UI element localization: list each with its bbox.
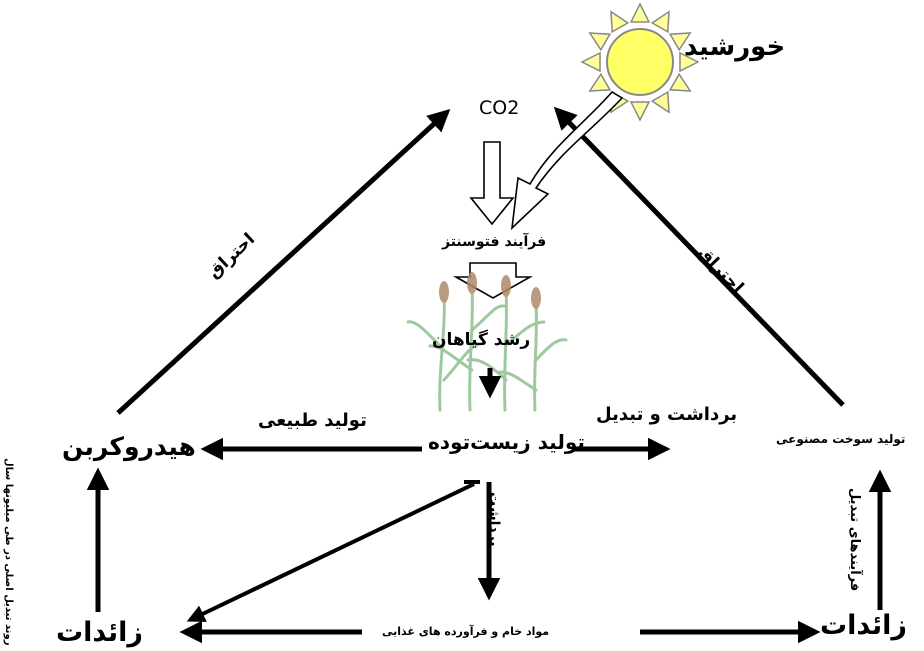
- edge-label-harvest-conversion: برداشت و تبدیل: [596, 404, 738, 425]
- raw-materials-label: مواد خام و فرآورده های غذایی: [382, 625, 550, 638]
- photosynthesis-label: فرآیند فتوسنتز: [442, 234, 547, 250]
- biomass-label: تولید زیست‌توده: [428, 430, 585, 454]
- hydrocarbon-label: هیدروکربن: [62, 432, 196, 461]
- waste-left-label: زائدات: [56, 617, 143, 648]
- artificial-fuel-label: تولید سوخت مصنوعی: [776, 432, 906, 446]
- curved-hollow-arrow-sun: [510, 90, 624, 231]
- co2-label: CO2: [479, 97, 520, 119]
- waste-right-label: زائدات: [820, 610, 907, 641]
- sun-ray: [668, 32, 692, 52]
- sun-ray: [588, 32, 612, 52]
- sun-icon: [580, 2, 700, 122]
- edge-label-natural-production: تولید طبیعی: [258, 410, 367, 431]
- arrow-biomass-to-waste: [186, 482, 475, 622]
- sun-ray: [610, 10, 630, 34]
- sun-ray: [668, 72, 692, 92]
- sun-label: خورشید: [684, 32, 786, 62]
- hollow-arrow-down-co2: [469, 141, 515, 226]
- sun-ray: [650, 10, 670, 34]
- edge-label-conversion-processes: فرآیندهای تبدیل: [847, 488, 862, 592]
- corn-plant-icon: [406, 272, 568, 412]
- edge-combustion-right: [553, 106, 845, 407]
- sun-ray: [588, 72, 612, 92]
- sun-ray: [629, 101, 651, 122]
- sun-ray: [580, 51, 601, 73]
- sun-ray: [679, 51, 700, 73]
- sun-ray: [629, 2, 651, 23]
- edge-label-harvest: برداشت: [486, 492, 502, 547]
- edge-combustion-left: [116, 108, 451, 415]
- sun-ray: [650, 90, 670, 114]
- edge-label-long-conversion: روند تبدیل اصلی در طی میلیونها سال: [3, 458, 14, 646]
- plant-growth-label: رشد گیاهان: [432, 330, 531, 350]
- hollow-arrow-down-photosynthesis: [452, 262, 534, 299]
